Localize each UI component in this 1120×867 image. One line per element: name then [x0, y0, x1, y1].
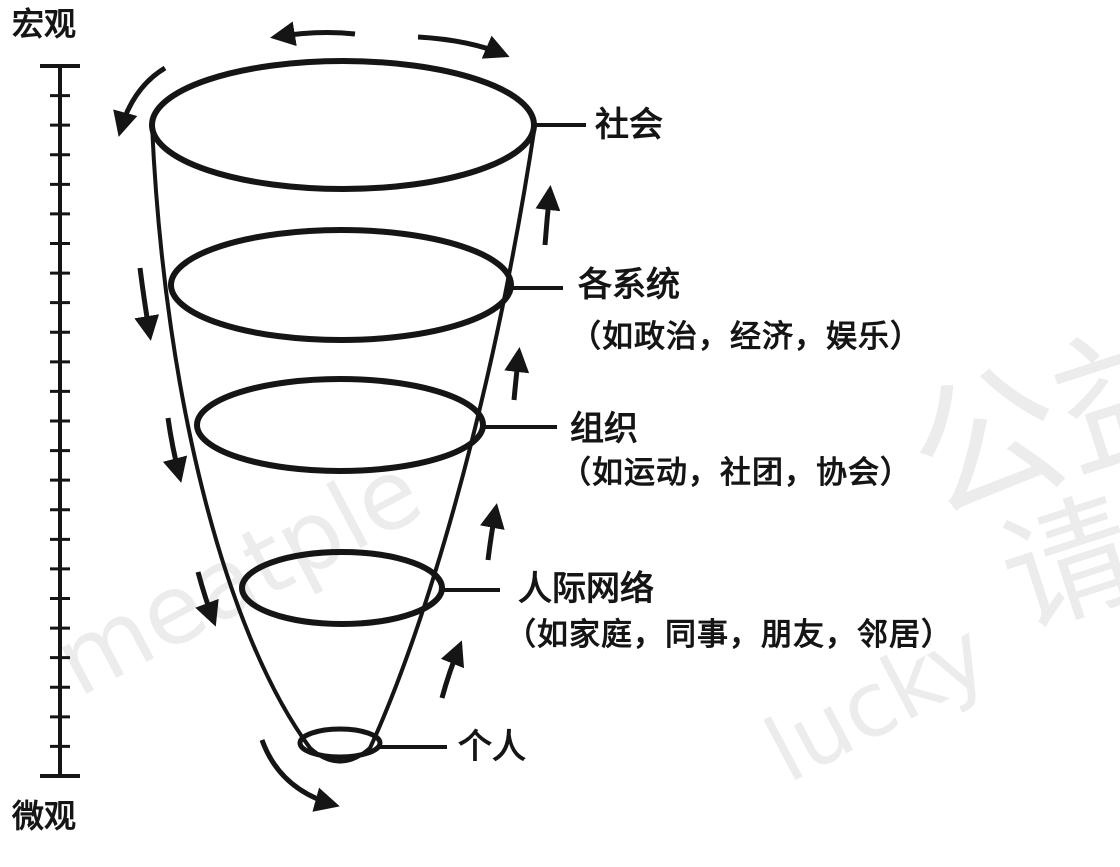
- level-individual-label: 个人: [458, 727, 526, 767]
- arrow-right-3: [480, 503, 505, 561]
- arrow-right-2: [504, 347, 530, 401]
- level-interpersonal-label: 人际网络: [518, 569, 654, 609]
- ring-interpersonal: [239, 549, 445, 627]
- ring-society: [149, 58, 537, 192]
- axis-bottom-label: 微观: [12, 797, 77, 835]
- arrow-top-right: [417, 34, 510, 59]
- arrow-left-1: [113, 65, 167, 137]
- arrow-left-2: [134, 267, 160, 341]
- scale-ticks: [50, 94, 70, 748]
- leader-lines: [380, 123, 586, 749]
- arrow-left-5: [259, 739, 340, 812]
- ring-organizations: [194, 376, 486, 474]
- level-organizations-label: 组织: [570, 409, 638, 449]
- ring-systems: [168, 227, 514, 343]
- arrow-right-4: [439, 640, 465, 699]
- level-systems-label: 各系统: [578, 265, 680, 305]
- arrow-left-3: [162, 417, 188, 483]
- axis-top-label: 宏观: [12, 5, 77, 43]
- arrow-top-left: [270, 21, 356, 47]
- level-systems-examples: （如政治，经济，娱乐）: [570, 319, 922, 355]
- level-organizations-examples: （如运动，社团，协会）: [560, 455, 912, 491]
- arrow-right-1: [535, 185, 561, 246]
- level-interpersonal-examples: （如家庭，同事，朋友，邻居）: [505, 617, 953, 653]
- ring-individual: [297, 726, 383, 760]
- arrow-left-4: [195, 571, 219, 627]
- cone-outline: [150, 124, 537, 764]
- level-society-label: 社会: [595, 105, 663, 145]
